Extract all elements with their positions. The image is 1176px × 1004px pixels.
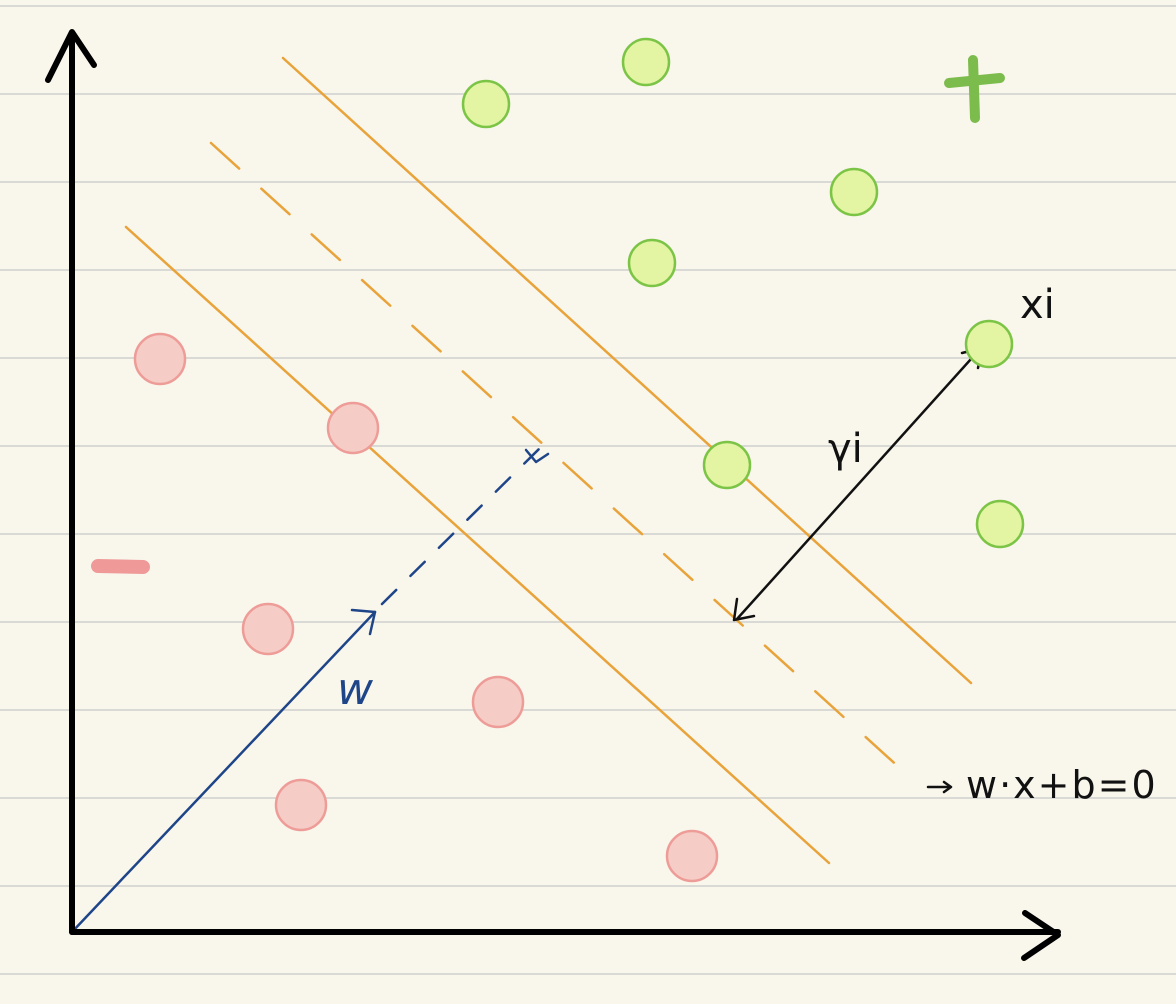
normal-vector (70, 446, 550, 934)
negative-point (241, 602, 295, 656)
upper-margin-line (281, 56, 973, 685)
lower-margin-line (124, 225, 831, 865)
distance-arrowhead-bottom (732, 597, 756, 622)
negative-sign-icon (91, 559, 150, 574)
positive-sign-icon (944, 55, 1005, 123)
distance-arrow-shaft (735, 347, 982, 621)
positive-point (702, 440, 752, 490)
positive-points (461, 37, 1025, 549)
ruled-lines (0, 5, 1176, 975)
point-label: xi (1020, 282, 1055, 328)
negative-point (274, 778, 328, 832)
positive-point (975, 499, 1025, 549)
hyperplane-annotation: w·x+b=0 (926, 763, 1158, 807)
negative-point (471, 675, 525, 729)
negative-point (665, 829, 719, 883)
normal-vector-label: w (337, 664, 374, 715)
positive-point (627, 238, 677, 288)
distance-label: γi (828, 426, 863, 472)
annotation-arrowhead (942, 780, 953, 794)
negative-point (133, 332, 187, 386)
y-axis-arrowhead (45, 29, 97, 83)
margin-lines (124, 56, 973, 865)
negative-points (133, 332, 719, 883)
normal-vector-shaft (70, 610, 377, 934)
hyperplane-equation: w·x+b=0 (966, 763, 1158, 807)
positive-point (621, 37, 671, 87)
decision-boundary-dashed (209, 141, 915, 782)
positive-point (964, 319, 1014, 369)
normal-vector-arrowhead (350, 608, 377, 636)
positive-point (829, 167, 879, 217)
x-axis-arrowhead (1021, 910, 1061, 961)
positive-point (461, 79, 511, 129)
negative-point (326, 401, 380, 455)
axes (45, 29, 1061, 961)
right-angle-marker (524, 448, 550, 464)
